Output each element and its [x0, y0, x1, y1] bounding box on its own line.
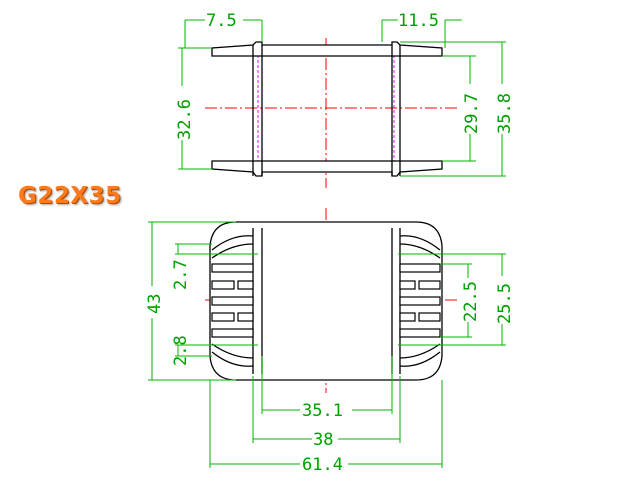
dim-bottom-gap-label: 2.8: [171, 335, 191, 366]
lower-left-flange-curve-2: [211, 343, 254, 359]
part-title: G22X35: [18, 183, 122, 209]
dim-top-total-height: [400, 41, 506, 177]
dim-right-flange: [381, 19, 462, 48]
dim-top-inner-height-label: 32.6: [175, 99, 195, 140]
dim-left-flange-label: 7.5: [206, 11, 237, 31]
upper-left-flange-curve: [211, 235, 254, 251]
dim-pin-span: [440, 263, 472, 338]
dim-right-flange-label: 11.5: [398, 11, 439, 31]
lower-right-flange-curve-2: [399, 343, 441, 359]
bobbin-outline: [209, 221, 443, 381]
upper-right-flange-curve: [399, 235, 441, 251]
dim-top-gap-label: 2.7: [171, 259, 191, 290]
upper-right-flange-curve-2: [399, 243, 441, 259]
dim-post-width-label: 38: [313, 430, 333, 450]
front-view: 43 2.7 2.8 22.5 25.5: [145, 208, 515, 475]
dim-total-width-label: 61.4: [302, 455, 343, 475]
dim-top-total-height-label: 35.8: [495, 93, 515, 134]
dim-total-width: [209, 380, 443, 468]
dim-inner-width-label: 35.1: [302, 401, 343, 421]
dim-inner-width: [261, 356, 393, 414]
bottom-flange: [211, 160, 443, 177]
lower-left-flange-curve: [211, 351, 254, 367]
upper-left-flange-curve-2: [211, 243, 254, 259]
dim-pin-outer-label: 25.5: [495, 283, 515, 324]
dim-top-inner-height: [178, 47, 212, 170]
dim-window-height: [442, 55, 476, 162]
dim-post-width: [252, 376, 401, 443]
dim-window-height-label: 29.7: [462, 93, 482, 134]
dim-front-total-height-label: 43: [145, 294, 165, 314]
dim-left-flange: [184, 19, 263, 48]
dim-top-gap: [175, 243, 258, 255]
left-pin-comb: [211, 263, 254, 338]
dim-front-total-height: [148, 221, 236, 381]
top-view: 7.5 11.5 32.6 29.7: [175, 11, 515, 188]
dim-bottom-gap: [175, 344, 258, 357]
lower-right-flange-curve: [399, 351, 441, 367]
top-flange: [211, 41, 443, 57]
dim-pin-outer: [398, 253, 506, 346]
right-pin-comb: [399, 263, 441, 338]
dim-pin-span-label: 22.5: [461, 281, 481, 322]
